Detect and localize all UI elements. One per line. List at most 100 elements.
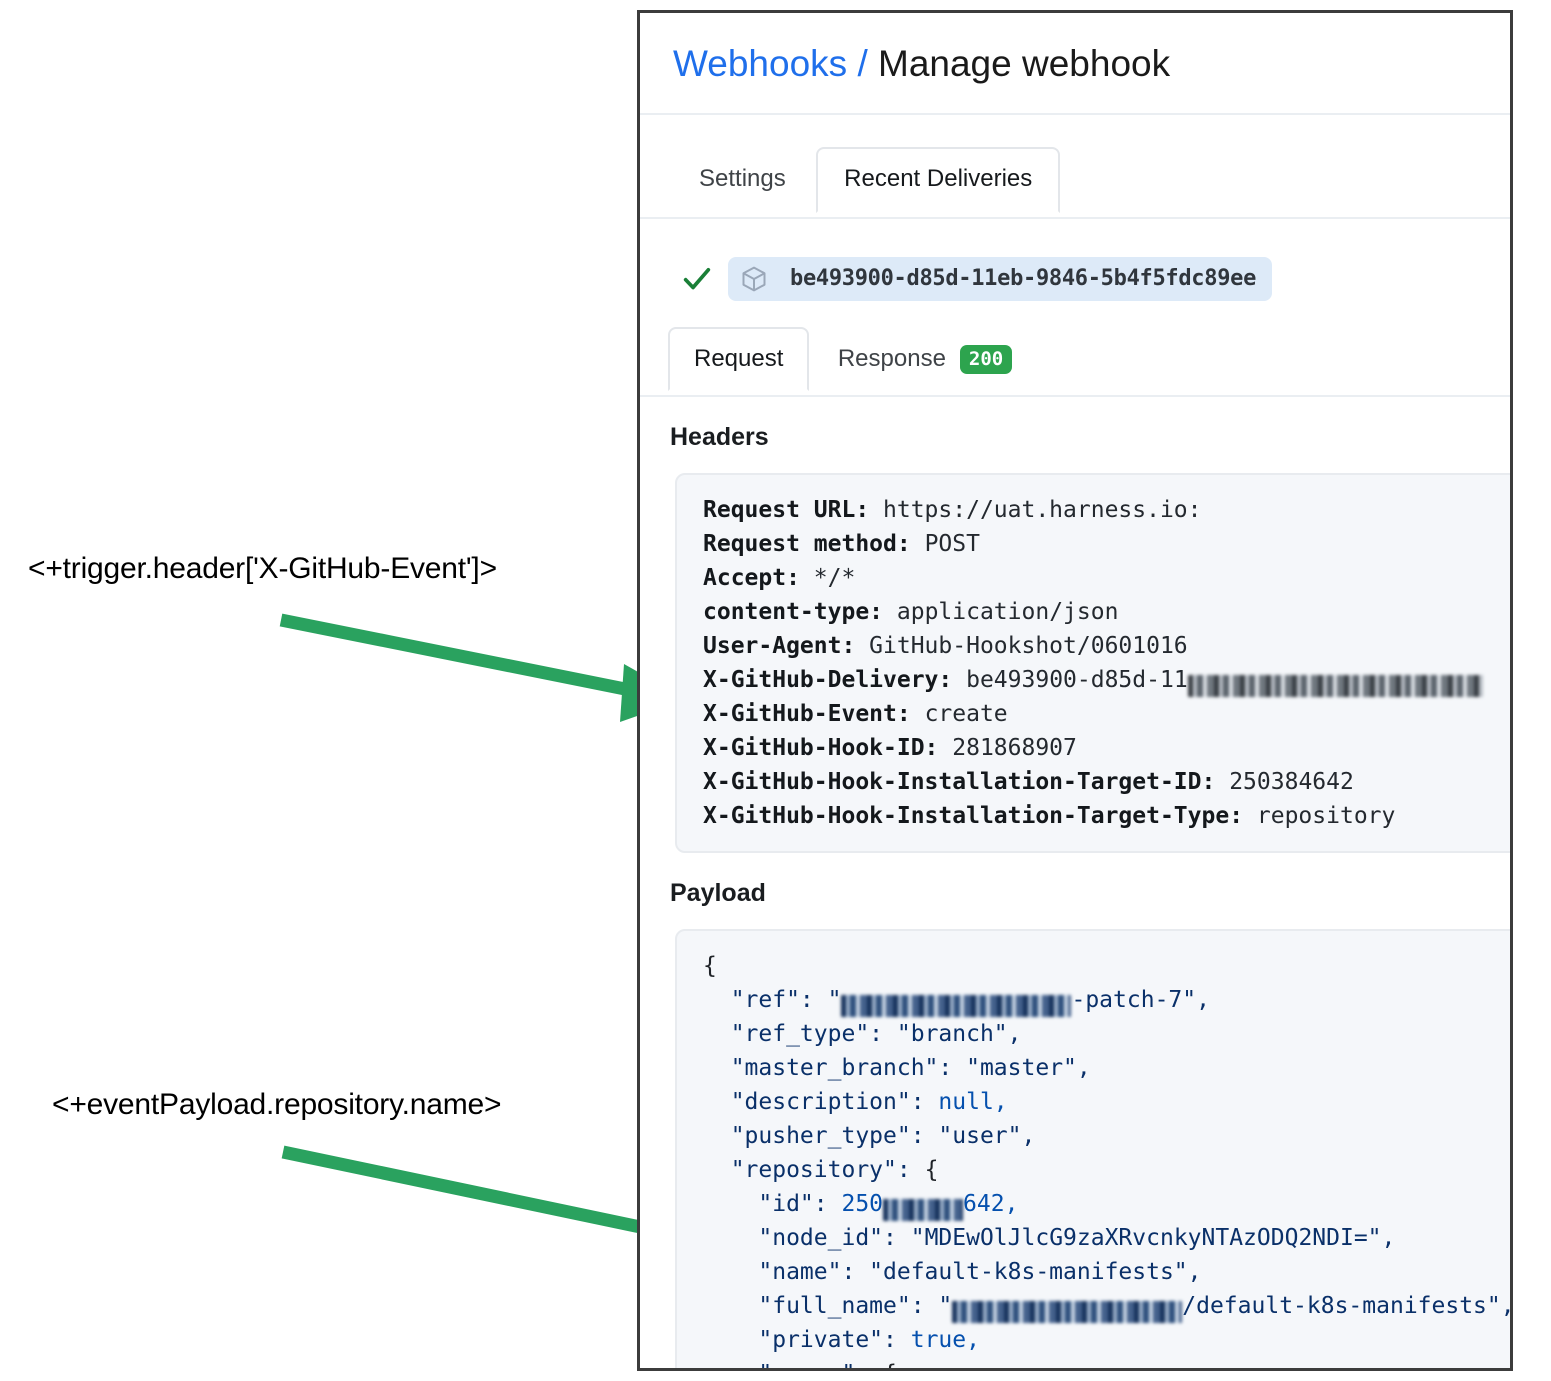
headers-section-title: Headers xyxy=(670,422,769,451)
redacted-text: xxxxxxxx xyxy=(952,1300,1183,1323)
payload-line: "repository": { xyxy=(703,1153,1510,1187)
manage-webhook-panel: Webhooks / Manage webhook Settings Recen… xyxy=(637,10,1513,1371)
header-value: application/json xyxy=(896,598,1119,625)
header-value: https://uat.harness.io: xyxy=(883,496,1202,523)
header-row: Request method: POST xyxy=(703,527,1510,561)
header-key: X-GitHub-Event: xyxy=(703,700,925,727)
payload-value: " xyxy=(938,1292,953,1319)
header-value: GitHub-Hookshot/0601016 xyxy=(869,632,1188,659)
header-key: Accept: xyxy=(703,564,814,591)
payload-value: "default-k8s-manifests", xyxy=(869,1258,1202,1285)
payload-value: " xyxy=(827,986,842,1013)
delivery-id-pill[interactable]: be493900-d85d-11eb-9846-5b4f5fdc89ee xyxy=(728,256,1273,301)
headers-code-block: Request URL: https://uat.harness.io:Requ… xyxy=(675,472,1510,853)
header-key: content-type: xyxy=(703,598,897,625)
payload-key: "node_id": xyxy=(703,1224,911,1251)
header-value: 250384642 xyxy=(1229,768,1354,795)
payload-line: "ref": "xxxxxxxx-patch-7", xyxy=(703,983,1510,1017)
payload-line: "owner": { xyxy=(703,1357,1510,1368)
redacted-text: xxxxxxxx xyxy=(883,1198,964,1221)
webhook-tabbar: Settings Recent Deliveries xyxy=(640,146,1510,219)
breadcrumb: Webhooks / Manage webhook xyxy=(640,13,1510,86)
redacted-text: xxxxxxxx xyxy=(841,994,1072,1017)
tab-settings[interactable]: Settings xyxy=(699,164,786,192)
header-row: User-Agent: GitHub-Hookshot/0601016 xyxy=(703,629,1510,663)
payload-key: "ref": xyxy=(703,986,828,1013)
annotation-label-event-payload: <+eventPayload.repository.name> xyxy=(52,1088,502,1121)
payload-value: "branch", xyxy=(896,1020,1022,1047)
payload-key: "description": xyxy=(703,1088,939,1115)
header-key: X-GitHub-Hook-ID: xyxy=(703,734,953,761)
header-key: Request method: xyxy=(703,530,925,557)
payload-key: "ref_type": xyxy=(703,1020,897,1047)
payload-key: "master_branch": xyxy=(703,1054,967,1081)
payload-line: "name": "default-k8s-manifests", xyxy=(703,1255,1510,1289)
header-value: be493900-d85d-11 xyxy=(966,666,1188,693)
payload-line: "id": 250xxxxxxxx642, xyxy=(703,1187,1510,1221)
payload-value: "master", xyxy=(966,1054,1091,1081)
subtab-request[interactable]: Request xyxy=(668,327,810,392)
payload-key: "pusher_type": xyxy=(703,1122,939,1149)
payload-line: { xyxy=(703,949,1510,983)
header-value: create xyxy=(924,700,1008,727)
header-key: User-Agent: xyxy=(703,632,870,659)
payload-value: 642, xyxy=(963,1190,1019,1217)
payload-value: "user", xyxy=(938,1122,1036,1149)
payload-line: "private": true, xyxy=(703,1323,1510,1357)
header-value: */* xyxy=(813,564,856,591)
payload-key: "private": xyxy=(703,1326,911,1353)
header-row: X-GitHub-Delivery: be493900-d85d-11xxxxx… xyxy=(703,663,1510,697)
header-value: 281868907 xyxy=(952,734,1077,761)
tab-recent-deliveries[interactable]: Recent Deliveries xyxy=(816,146,1061,213)
payload-section-title: Payload xyxy=(670,878,766,907)
payload-key: "full_name": xyxy=(703,1292,939,1319)
payload-key: "name": xyxy=(703,1258,870,1285)
payload-line: "description": null, xyxy=(703,1085,1510,1119)
payload-line: "full_name": "xxxxxxxx/default-k8s-manif… xyxy=(703,1289,1513,1323)
header-row: Request URL: https://uat.harness.io: xyxy=(703,493,1510,527)
status-badge: 200 xyxy=(959,344,1013,374)
header-row: content-type: application/json xyxy=(703,595,1510,629)
payload-value: { xyxy=(924,1156,939,1183)
arrow-to-x-github-event xyxy=(279,613,686,722)
page-title: Manage webhook xyxy=(878,43,1171,84)
header-key: X-GitHub-Delivery: xyxy=(703,666,967,693)
payload-value: true, xyxy=(910,1326,980,1353)
payload-line: "ref_type": "branch", xyxy=(703,1017,1510,1051)
request-response-tabbar: Request Response 200 xyxy=(640,327,1510,397)
payload-line: "master_branch": "master", xyxy=(703,1051,1510,1085)
annotation-label-trigger-header: <+trigger.header['X-GitHub-Event']> xyxy=(28,552,497,585)
payload-value: 250 xyxy=(841,1190,884,1217)
payload-token: { xyxy=(703,952,717,979)
payload-key: "owner": xyxy=(703,1361,883,1368)
header-divider xyxy=(640,112,1510,115)
payload-line: "node_id": "MDEwOlJlcG9zaXRvcnkyNTAzODQ2… xyxy=(703,1221,1510,1255)
cube-icon xyxy=(742,266,766,291)
header-row: Accept: */* xyxy=(703,561,1510,595)
payload-value: "MDEwOlJlcG9zaXRvcnkyNTAzODQ2NDI=", xyxy=(910,1224,1396,1251)
header-key: X-GitHub-Hook-Installation-Target-ID: xyxy=(703,768,1230,795)
payload-value: /default-k8s-manifests", xyxy=(1182,1292,1513,1319)
payload-code-block: { "ref": "xxxxxxxx-patch-7", "ref_type":… xyxy=(675,928,1513,1368)
header-value: repository xyxy=(1256,802,1396,829)
header-key: Request URL: xyxy=(703,496,884,523)
subtab-request-label: Request xyxy=(694,345,784,373)
redacted-text: xxxxxxxxxxxxx xyxy=(1187,674,1483,697)
payload-value: -patch-7", xyxy=(1071,986,1210,1013)
payload-key: "id": xyxy=(703,1190,842,1217)
delivery-id-text: be493900-d85d-11eb-9846-5b4f5fdc89ee xyxy=(790,266,1257,292)
subtab-response-label: Response xyxy=(837,345,946,373)
breadcrumb-link-webhooks[interactable]: Webhooks xyxy=(673,43,848,84)
check-icon xyxy=(683,267,711,289)
header-value: POST xyxy=(924,530,980,557)
subtab-response[interactable]: Response 200 xyxy=(814,327,1036,392)
delivery-row[interactable]: be493900-d85d-11eb-9846-5b4f5fdc89ee xyxy=(640,219,1510,301)
header-row: X-GitHub-Hook-ID: 281868907 xyxy=(703,731,1510,765)
breadcrumb-separator: / xyxy=(857,43,868,84)
header-row: X-GitHub-Hook-Installation-Target-ID: 25… xyxy=(703,765,1510,799)
header-key: X-GitHub-Hook-Installation-Target-Type: xyxy=(703,802,1257,829)
header-row: X-GitHub-Hook-Installation-Target-Type: … xyxy=(703,799,1510,833)
payload-value: null, xyxy=(938,1088,1008,1115)
payload-value: { xyxy=(883,1361,897,1368)
payload-key: "repository": xyxy=(703,1156,925,1183)
